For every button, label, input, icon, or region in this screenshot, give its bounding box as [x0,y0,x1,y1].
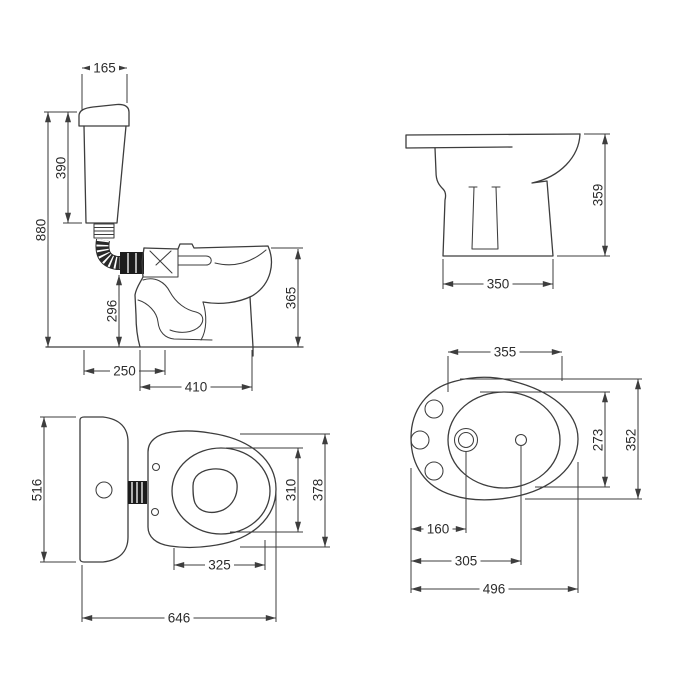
dim-cistern-width: 516 [30,416,76,563]
dim-seat-opening-length: 310 [226,447,303,533]
dim-label-359: 359 [591,184,606,207]
dim-drain-setout: 305 [411,446,522,569]
cistern-plan-outline [79,416,129,563]
dim-label-355: 355 [494,345,517,360]
flush-button [95,481,113,499]
seat-ring [171,447,271,535]
dim-seat-width: 378 [240,433,330,548]
dim-label-305: 305 [455,554,478,569]
plan-flush-connector [128,481,147,504]
seat-outer-outline [147,430,277,549]
dim-label-378: 378 [311,479,326,502]
dim-bowl-length: 325 [173,540,266,573]
cistern-nut [93,223,115,239]
pan-trap-detail [137,249,267,341]
drain-hole [514,433,528,447]
dim-rear-width: 350 [442,259,554,292]
flush-pipe-corrugated [95,238,144,274]
dim-rear-height: 359 [557,133,610,257]
dim-label-410: 410 [185,380,208,395]
pan-side-outline [134,243,272,357]
dim-pan-depth: 410 [139,350,253,395]
hinge-hole-top [151,462,161,472]
dim-label-160: 160 [427,522,450,537]
dim-label-250: 250 [113,364,136,379]
dim-rim-length: 355 [447,345,563,392]
deck-hole-middle [410,430,430,450]
dim-label-165: 165 [93,61,116,76]
dim-flush-pipe-height: 296 [105,275,122,347]
dim-cistern-depth: 165 [81,61,128,110]
deck-hole-top [424,399,444,419]
dim-pan-height: 365 [271,247,303,347]
cistern-lid [78,103,130,127]
dim-overall-length: 646 [81,492,277,626]
dim-bidet-length: 496 [411,462,579,597]
tap-hole [453,427,479,453]
dim-label-310: 310 [284,479,299,502]
bidet-rim [447,391,561,489]
dim-label-325: 325 [208,558,231,573]
dim-trap-setout: 250 [83,350,166,379]
bidet-plan-view: 355 273 352 160 [410,345,642,597]
dim-label-880: 880 [34,219,49,242]
bidet-outer-outline [410,376,579,501]
cistern-body [83,125,127,224]
dim-cistern-height: 390 [54,112,82,224]
dim-label-365: 365 [284,287,299,310]
toilet-plan-view: 516 310 378 325 [30,416,330,626]
dim-label-390: 390 [54,157,69,180]
pan-rear-outline [405,133,581,257]
dim-bidet-width: 352 [460,378,642,500]
pan-rear-view: 359 350 [405,133,610,292]
flush-pipe-inlet [120,252,144,274]
deck-hole-bottom [424,461,444,481]
toilet-side-view: 165 880 390 296 [34,61,304,395]
bowl-water-outline [192,468,238,514]
dim-label-646: 646 [168,611,191,626]
hinge-hole-bottom [150,507,160,517]
dim-label-496: 496 [483,582,506,597]
dim-label-516: 516 [30,479,45,502]
dim-label-296: 296 [105,300,120,323]
dim-rim-width: 273 [480,391,610,488]
dim-tap-setout: 160 [410,452,467,593]
flush-horn [177,255,212,266]
dim-label-352: 352 [624,429,639,452]
dim-overall-height: 880 [34,111,77,347]
dim-label-350: 350 [487,277,510,292]
dim-label-273: 273 [591,429,606,452]
pedestal-recess [468,186,501,250]
